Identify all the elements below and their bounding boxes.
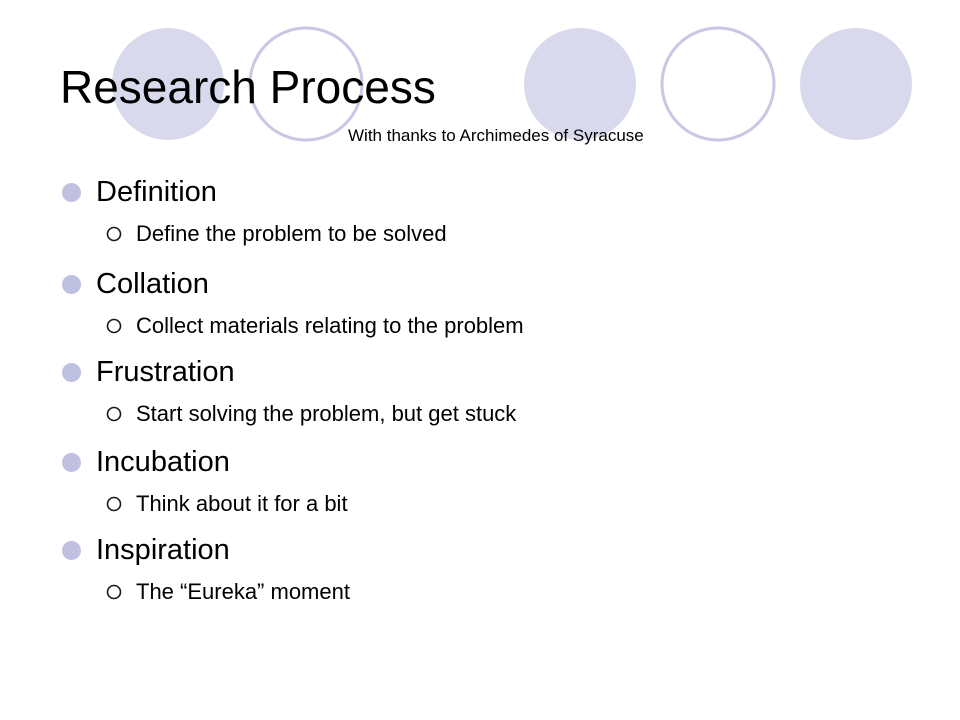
filled-disc-bullet-icon (62, 275, 81, 294)
list-item: Inspiration The “Eureka” moment (62, 532, 922, 604)
filled-disc-bullet-icon (62, 183, 81, 202)
list-item: Incubation Think about it for a bit (62, 444, 922, 516)
filled-circle (800, 28, 912, 140)
filled-circle (524, 28, 636, 140)
hollow-ring-bullet-icon (106, 318, 122, 334)
list-item: Collation Collect materials relating to … (62, 266, 922, 338)
sub-bullet-label: The “Eureka” moment (136, 579, 350, 604)
bullet-label: Incubation (96, 446, 230, 478)
hollow-ring-bullet-icon (106, 226, 122, 242)
filled-disc-bullet-icon (62, 541, 81, 560)
bullet-label: Definition (96, 176, 217, 208)
hollow-ring-bullet-icon (106, 406, 122, 422)
hollow-ring-bullet-icon (106, 584, 122, 600)
list-item: Frustration Start solving the problem, b… (62, 354, 922, 426)
filled-circle (112, 28, 224, 140)
bullet-label: Collation (96, 268, 209, 300)
filled-disc-bullet-icon (62, 363, 81, 382)
slide-subtitle: With thanks to Archimedes of Syracuse (348, 126, 644, 145)
sub-bullet-label: Think about it for a bit (136, 491, 348, 516)
bullet-label: Frustration (96, 356, 235, 388)
bullet-label: Inspiration (96, 534, 230, 566)
filled-disc-bullet-icon (62, 453, 81, 472)
sub-bullet-label: Define the problem to be solved (136, 221, 447, 246)
slide-title: Research Process (60, 61, 436, 113)
outline-circle (248, 26, 364, 142)
sub-bullet-label: Start solving the problem, but get stuck (136, 401, 517, 426)
list-item: Definition Define the problem to be solv… (62, 174, 922, 246)
hollow-ring-bullet-icon (106, 496, 122, 512)
outline-circle (660, 26, 776, 142)
sub-bullet-label: Collect materials relating to the proble… (136, 313, 524, 338)
